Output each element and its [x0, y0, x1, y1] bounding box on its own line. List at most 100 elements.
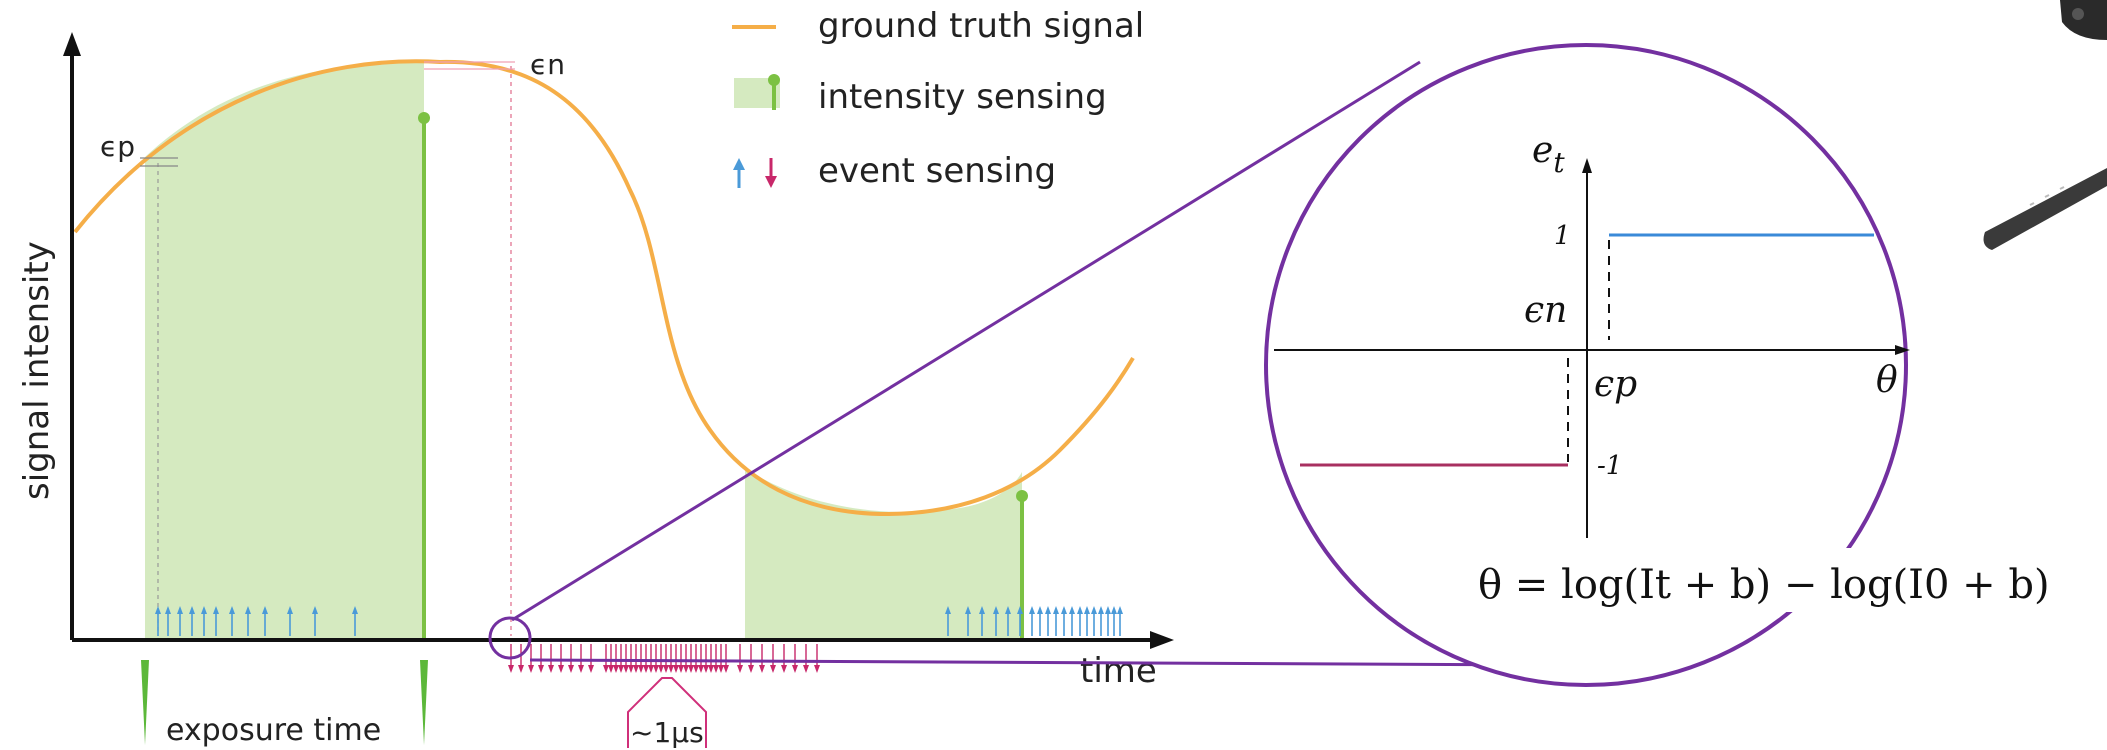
inset-x-label: θ — [1876, 360, 1898, 401]
positive-event-arrowhead — [155, 606, 161, 614]
negative-event-arrowhead — [678, 665, 684, 673]
positive-event-arrowhead — [213, 606, 219, 614]
y-axis-arrowhead — [63, 32, 81, 56]
positive-event-arrowhead — [1029, 606, 1035, 614]
positive-event-arrowhead — [1069, 606, 1075, 614]
microsecond-bracket — [627, 677, 707, 748]
inset-eps-p-label: ϵp — [1594, 364, 1637, 405]
positive-event-arrowhead — [1117, 606, 1123, 614]
negative-event-arrowhead — [613, 665, 619, 673]
zoom-connector-bottom — [529, 658, 1551, 667]
negative-event-arrowhead — [759, 665, 765, 673]
positive-event-arrowhead — [245, 606, 251, 614]
positive-event-arrowhead — [201, 606, 207, 614]
exposure-marker-right — [420, 660, 428, 745]
positive-event-arrowhead — [1045, 606, 1051, 614]
positive-event-arrowhead — [965, 606, 971, 614]
negative-event-arrowhead — [633, 665, 639, 673]
positive-event-arrowhead — [1105, 606, 1111, 614]
positive-event-arrowhead — [1037, 606, 1043, 614]
positive-event-arrowhead — [993, 606, 999, 614]
positive-event-arrowhead — [1017, 606, 1023, 614]
negative-event-arrowhead — [578, 665, 584, 673]
zoom-source-circle — [488, 616, 532, 660]
negative-event-arrowhead — [814, 665, 820, 673]
positive-event-arrowhead — [177, 606, 183, 614]
negative-event-arrowhead — [568, 665, 574, 673]
positive-event-arrowhead — [1005, 606, 1011, 614]
camera-image-fragment — [1983, 0, 2107, 250]
negative-event-arrowhead — [628, 665, 634, 673]
positive-events — [155, 606, 1123, 636]
negative-event-arrowhead — [618, 665, 624, 673]
negative-event-arrowhead — [688, 665, 694, 673]
eps-n-label: ϵn — [530, 48, 565, 81]
negative-event-arrowhead — [713, 665, 719, 673]
negative-event-arrowhead — [558, 665, 564, 673]
positive-event-arrowhead — [1061, 606, 1067, 614]
negative-event-arrowhead — [703, 665, 709, 673]
inset-tick-positive: 1 — [1554, 221, 1571, 251]
inset-y-label: et — [1532, 130, 1565, 179]
positive-event-arrowhead — [312, 606, 318, 614]
positive-event-arrowhead — [945, 606, 951, 614]
legend-event-icon — [733, 158, 777, 188]
inset-tick-negative: -1 — [1597, 451, 1622, 481]
positive-event-arrowhead — [262, 606, 268, 614]
inset-y-arrowhead — [1582, 158, 1592, 173]
positive-event-arrowhead — [189, 606, 195, 614]
negative-event-arrowhead — [708, 665, 714, 673]
negative-event-arrowhead — [673, 665, 679, 673]
positive-event-arrowhead — [979, 606, 985, 614]
negative-event-arrowhead — [803, 665, 809, 673]
negative-event-arrowhead — [748, 665, 754, 673]
positive-event-arrowhead — [352, 606, 358, 614]
legend-intensity-head — [768, 74, 780, 86]
negative-event-arrowhead — [737, 665, 743, 673]
negative-event-arrowhead — [658, 665, 664, 673]
positive-event-arrowhead — [1111, 606, 1117, 614]
eps-p-label: ϵp — [100, 130, 135, 163]
inset-x-arrowhead — [1895, 345, 1910, 355]
positive-event-arrowhead — [1053, 606, 1059, 614]
x-axis-label: time — [1080, 651, 1157, 691]
positive-event-arrowhead — [165, 606, 171, 614]
negative-event-arrowhead — [663, 665, 669, 673]
negative-event-arrowhead — [683, 665, 689, 673]
exposure-marker-left — [141, 660, 149, 745]
negative-event-arrowhead — [588, 665, 594, 673]
negative-event-arrowhead — [623, 665, 629, 673]
negative-event-arrowhead — [770, 665, 776, 673]
negative-event-arrowhead — [653, 665, 659, 673]
positive-event-arrowhead — [1098, 606, 1104, 614]
negative-event-arrowhead — [643, 665, 649, 673]
negative-event-arrowhead — [603, 665, 609, 673]
negative-events — [508, 644, 820, 673]
negative-event-arrowhead — [792, 665, 798, 673]
positive-event-arrowhead — [287, 606, 293, 614]
exposure-time-label: exposure time — [166, 713, 381, 748]
positive-event-arrowhead — [1091, 606, 1097, 614]
x-axis-arrowhead — [1150, 631, 1174, 649]
negative-event-arrowhead — [528, 665, 534, 673]
intensity-bar-2-head — [1016, 490, 1028, 502]
y-axis-label: signal intensity — [17, 241, 57, 500]
inset-formula: θ = log(It + b) − log(I0 + b) — [1478, 562, 2050, 608]
negative-event-arrowhead — [781, 665, 787, 673]
zoom-connector-top — [511, 60, 1421, 622]
negative-event-arrowhead — [723, 665, 729, 673]
negative-event-arrowhead — [548, 665, 554, 673]
negative-event-arrowhead — [693, 665, 699, 673]
legend-intensity-label: intensity sensing — [818, 77, 1107, 117]
negative-event-arrowhead — [668, 665, 674, 673]
negative-event-arrowhead — [508, 665, 514, 673]
negative-event-arrowhead — [538, 665, 544, 673]
intensity-region-1 — [145, 62, 424, 640]
positive-event-arrowhead — [1077, 606, 1083, 614]
intensity-region-2 — [745, 468, 1022, 640]
negative-event-arrowhead — [608, 665, 614, 673]
formula-background — [1470, 548, 2100, 612]
positive-event-arrowhead — [1084, 606, 1090, 614]
legend-ground-truth-label: ground truth signal — [818, 6, 1144, 46]
